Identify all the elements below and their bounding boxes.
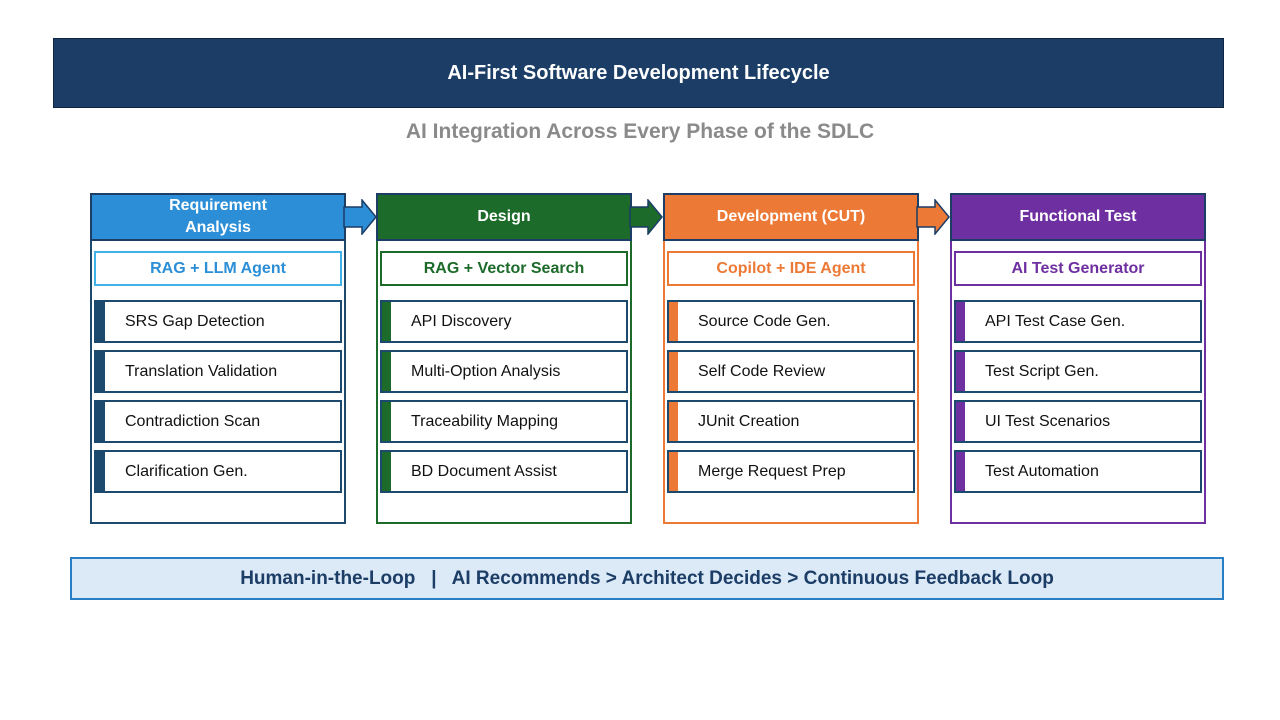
- feature-item: Traceability Mapping: [380, 400, 628, 443]
- human-in-the-loop-banner: Human-in-the-Loop | AI Recommends > Arch…: [70, 557, 1224, 600]
- flow-arrow-icon: [629, 199, 663, 235]
- feature-accent: [382, 402, 391, 441]
- feature-item: API Discovery: [380, 300, 628, 343]
- feature-label: UI Test Scenarios: [985, 412, 1111, 430]
- feature-accent: [96, 452, 105, 491]
- phase-design: Design RAG + Vector Search API Discovery…: [376, 193, 632, 524]
- page-title: AI-First Software Development Lifecycle: [447, 61, 830, 84]
- feature-label: API Discovery: [411, 312, 512, 330]
- feature-label: Translation Validation: [125, 362, 278, 380]
- feature-accent: [956, 352, 965, 391]
- feature-accent: [382, 352, 391, 391]
- feature-label: BD Document Assist: [411, 462, 557, 480]
- phase-tool: RAG + Vector Search: [380, 251, 628, 286]
- phase-title: Development (CUT): [716, 208, 866, 225]
- feature-label: SRS Gap Detection: [125, 312, 265, 330]
- feature-accent: [96, 302, 105, 341]
- flow-arrow-icon: [343, 199, 377, 235]
- feature-label: Test Script Gen.: [985, 362, 1099, 380]
- feature-label: Contradiction Scan: [125, 412, 261, 430]
- feature-label: Multi-Option Analysis: [411, 362, 561, 380]
- feature-accent: [956, 452, 965, 491]
- feature-item: JUnit Creation: [667, 400, 915, 443]
- feature-item: Source Code Gen.: [667, 300, 915, 343]
- phase-functional-test: Functional Test AI Test Generator API Te…: [950, 193, 1206, 524]
- feature-accent: [669, 402, 678, 441]
- feature-label: Merge Request Prep: [698, 462, 846, 480]
- phase-header: Functional Test: [950, 193, 1206, 241]
- phase-title-line1: Requirement: [169, 197, 267, 214]
- flow-arrow-icon: [916, 199, 950, 235]
- phase-tool: AI Test Generator: [954, 251, 1202, 286]
- phase-header: Design: [376, 193, 632, 241]
- feature-label: Clarification Gen.: [125, 462, 248, 480]
- feature-item: BD Document Assist: [380, 450, 628, 493]
- feature-accent: [669, 352, 678, 391]
- phase-header: Development (CUT): [663, 193, 919, 241]
- feature-label: Self Code Review: [698, 362, 826, 380]
- feature-accent: [669, 452, 678, 491]
- feature-label: Traceability Mapping: [411, 412, 559, 430]
- feature-item: Translation Validation: [94, 350, 342, 393]
- page-subtitle: AI Integration Across Every Phase of the…: [405, 120, 875, 143]
- phase-title-line2: Analysis: [185, 219, 251, 236]
- feature-accent: [669, 302, 678, 341]
- feature-label: Test Automation: [985, 462, 1099, 480]
- feature-accent: [96, 402, 105, 441]
- phase-tool: RAG + LLM Agent: [94, 251, 342, 286]
- feature-label: Source Code Gen.: [698, 312, 831, 330]
- feature-item: UI Test Scenarios: [954, 400, 1202, 443]
- feature-accent: [382, 302, 391, 341]
- feature-accent: [382, 452, 391, 491]
- feature-accent: [956, 302, 965, 341]
- phase-title: Design: [477, 208, 531, 225]
- feature-label: API Test Case Gen.: [985, 312, 1126, 330]
- feature-item: Contradiction Scan: [94, 400, 342, 443]
- feature-item: Multi-Option Analysis: [380, 350, 628, 393]
- page-title-bar: AI-First Software Development Lifecycle: [53, 38, 1224, 108]
- feature-label: JUnit Creation: [698, 412, 800, 430]
- phase-tool: Copilot + IDE Agent: [667, 251, 915, 286]
- feature-item: SRS Gap Detection: [94, 300, 342, 343]
- phase-title: Functional Test: [1019, 208, 1137, 225]
- feature-item: Self Code Review: [667, 350, 915, 393]
- feature-item: Merge Request Prep: [667, 450, 915, 493]
- feature-item: Test Script Gen.: [954, 350, 1202, 393]
- feature-accent: [96, 352, 105, 391]
- feature-item: API Test Case Gen.: [954, 300, 1202, 343]
- feature-accent: [956, 402, 965, 441]
- feature-item: Test Automation: [954, 450, 1202, 493]
- phase-development: Development (CUT) Copilot + IDE Agent So…: [663, 193, 919, 524]
- banner-text: Human-in-the-Loop | AI Recommends > Arch…: [240, 567, 1054, 589]
- feature-item: Clarification Gen.: [94, 450, 342, 493]
